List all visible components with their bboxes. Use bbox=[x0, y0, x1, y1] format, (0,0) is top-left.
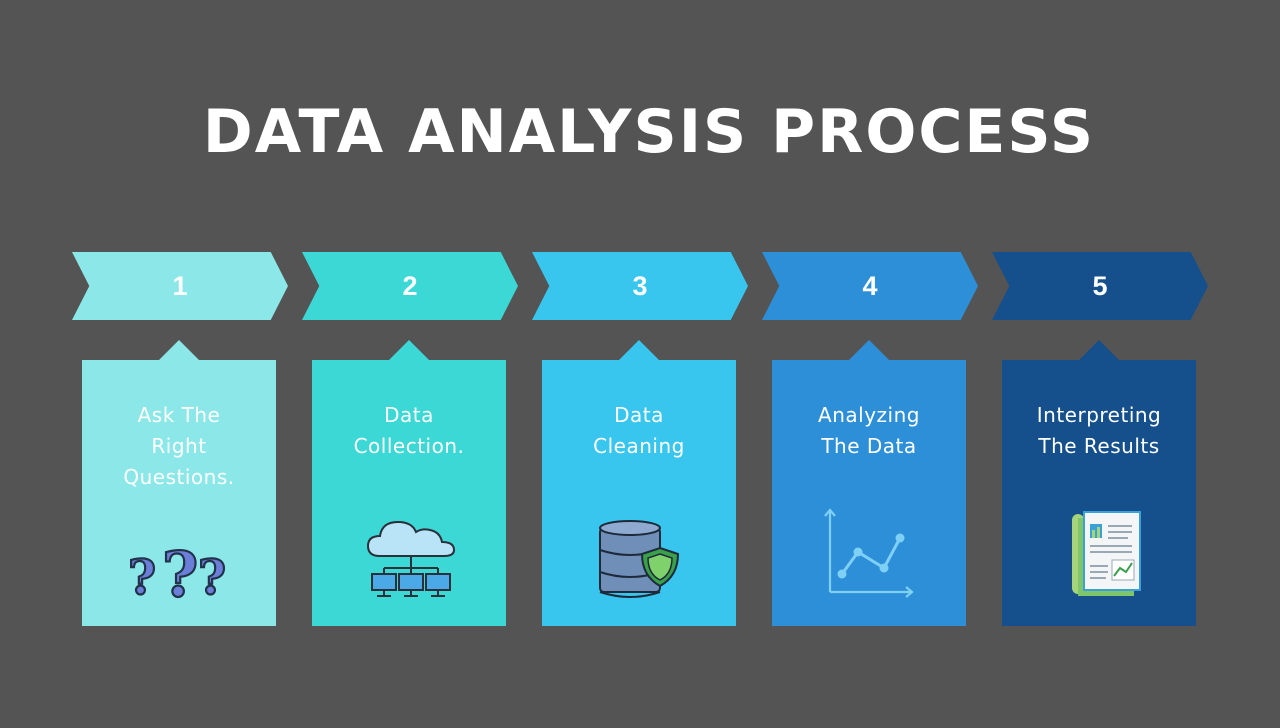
step-5-pointer bbox=[1079, 340, 1119, 360]
question-marks-icon: ? ? ? bbox=[127, 538, 227, 600]
step-2-number: 2 bbox=[402, 270, 418, 301]
step-3-arrow: 3 bbox=[532, 252, 748, 320]
report-document-icon bbox=[1072, 511, 1141, 596]
step-1-card: Ask The Right Questions. ? ? ? bbox=[82, 340, 276, 626]
database-shield-icon bbox=[599, 520, 680, 598]
step-3-number: 3 bbox=[632, 270, 648, 301]
step-3-label: Data Cleaning bbox=[593, 403, 685, 458]
svg-text:?: ? bbox=[128, 550, 156, 600]
step-1-pointer bbox=[159, 340, 199, 360]
step-2-arrow: 2 bbox=[302, 252, 518, 320]
svg-text:?: ? bbox=[198, 550, 226, 600]
page-title: DATA ANALYSIS PROCESS bbox=[202, 97, 1096, 167]
step-2-label: Data Collection. bbox=[353, 403, 465, 458]
step-5-number: 5 bbox=[1092, 270, 1108, 301]
step-1-arrow: 1 bbox=[72, 252, 288, 320]
step-1-number: 1 bbox=[172, 270, 188, 301]
step-4-label: Analyzing The Data bbox=[818, 403, 920, 458]
step-3-card: Data Cleaning bbox=[542, 340, 736, 626]
step-4-pointer bbox=[849, 340, 889, 360]
cloud-network-icon bbox=[366, 520, 456, 597]
step-5-label: Interpreting The Results bbox=[1036, 403, 1162, 458]
step-4-card: Analyzing The Data bbox=[772, 340, 966, 626]
step-2-card: Data Collection. bbox=[312, 340, 506, 626]
step-5-card: Interpreting The Results bbox=[1002, 340, 1196, 626]
step-4-number: 4 bbox=[862, 270, 878, 301]
step-5-arrow: 5 bbox=[992, 252, 1208, 320]
line-chart-icon bbox=[824, 508, 914, 598]
svg-text:?: ? bbox=[162, 538, 198, 600]
step-2-pointer bbox=[389, 340, 429, 360]
step-1-label: Ask The Right Questions. bbox=[123, 403, 235, 489]
step-4-arrow: 4 bbox=[762, 252, 978, 320]
step-3-pointer bbox=[619, 340, 659, 360]
